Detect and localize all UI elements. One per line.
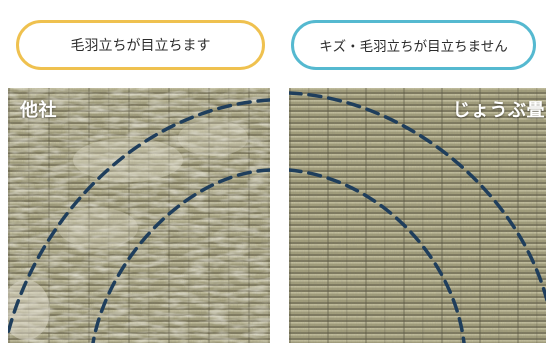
joubu-mat-photo: じょうぶ畳 (289, 88, 546, 343)
right-caption-text: キズ・毛羽立ちが目立ちません (319, 39, 508, 55)
joubu-label: じょうぶ畳 (452, 100, 545, 121)
joubu-mat-texture (289, 88, 546, 343)
right-caption-pill: キズ・毛羽立ちが目立ちません (291, 20, 536, 70)
left-caption-text: 毛羽立ちが目立ちます (70, 38, 211, 54)
competitor-mat-texture (8, 88, 270, 343)
competitor-mat-photo: 他社 (8, 88, 270, 343)
competitor-label: 他社 (20, 100, 57, 121)
left-caption-pill: 毛羽立ちが目立ちます (16, 20, 265, 70)
